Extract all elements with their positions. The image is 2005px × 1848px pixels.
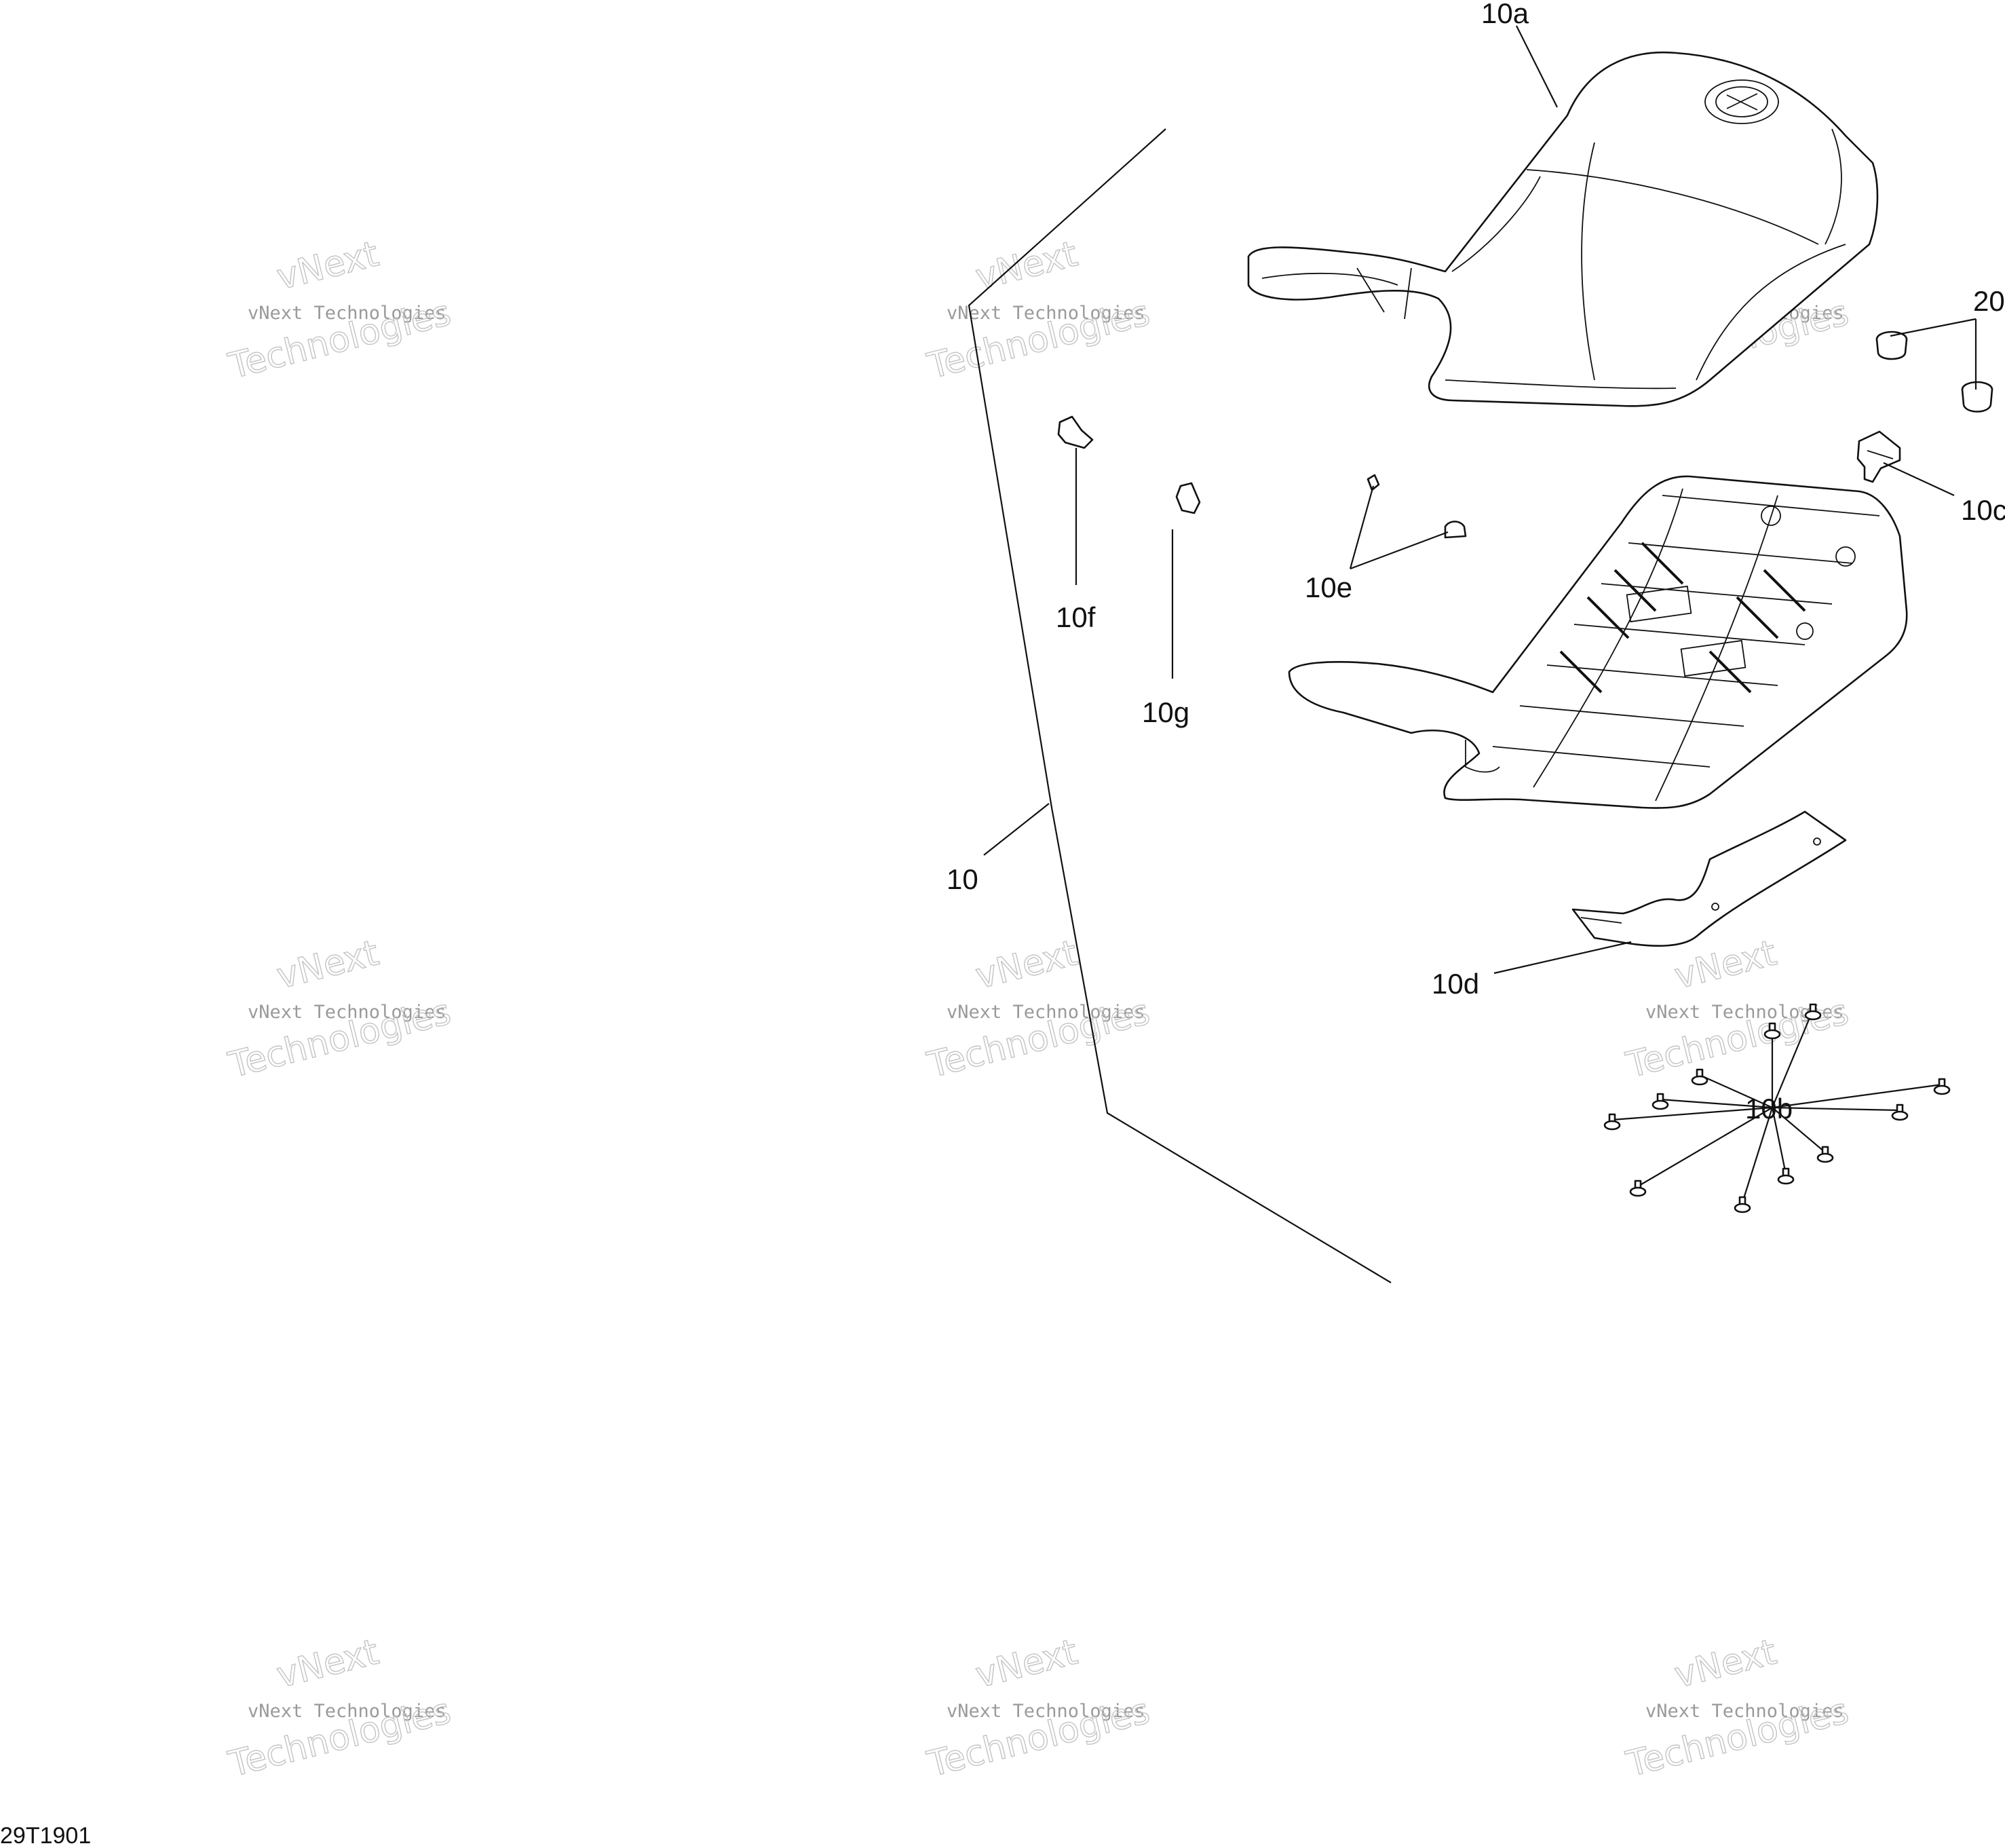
- callout-10a: 10a: [1481, 0, 1529, 29]
- fastener-part: [1891, 1104, 1909, 1121]
- fastener-leader: [1772, 1106, 1901, 1112]
- drawing-code: 29T1901: [0, 1823, 91, 1848]
- latch-part: [1856, 430, 1901, 483]
- fastener-leader: [1771, 1009, 1814, 1108]
- fastener-leader: [1741, 1107, 1774, 1203]
- watermark-line1: vNext: [972, 932, 1082, 997]
- cap-part: [1875, 331, 1908, 360]
- watermark-line1: vNext: [273, 932, 383, 997]
- fastener-leader: [1699, 1074, 1773, 1109]
- fastener-part: [1804, 1003, 1822, 1021]
- leader-lines: [983, 25, 1977, 975]
- fastener-part: [1734, 1196, 1751, 1213]
- clip-e-part: [1367, 474, 1467, 539]
- watermark-line2: vNext Technologies: [248, 1002, 446, 1023]
- fastener-part: [1629, 1180, 1647, 1197]
- watermark-line1: vNext: [273, 233, 383, 298]
- watermark-line1: vNext: [1670, 1632, 1780, 1696]
- fastener-group: [1603, 1003, 1951, 1213]
- callout-20: 20: [1973, 285, 2005, 317]
- callout-10g: 10g: [1142, 696, 1189, 728]
- fastener-part: [1816, 1146, 1834, 1163]
- fastener-part: [1763, 1022, 1781, 1040]
- assembly-bracket-line: [968, 128, 1392, 1283]
- watermark-line2: vNext Technologies: [248, 1701, 446, 1722]
- callout-10d: 10d: [1432, 968, 1479, 1000]
- fastener-leader: [1772, 1083, 1943, 1109]
- fastener-leader: [1660, 1098, 1773, 1109]
- plate-part: [1571, 810, 1847, 947]
- watermark-line1: vNext: [972, 1632, 1082, 1696]
- watermark-line2: vNext Technologies: [248, 303, 446, 324]
- callout-10c: 10c: [1961, 494, 2005, 526]
- watermark-line2: vNext Technologies: [947, 303, 1145, 324]
- fastener-part: [1933, 1078, 1951, 1095]
- fastener-part: [1691, 1068, 1708, 1086]
- fastener-leader: [1772, 1107, 1826, 1153]
- watermark-line1: vNext: [273, 1632, 383, 1696]
- fastener-part: [1651, 1093, 1669, 1110]
- watermark-line2: vNext Technologies: [1645, 1701, 1844, 1722]
- clip-f-part: [1057, 415, 1094, 449]
- seat-base-part: [1288, 475, 1908, 809]
- fastener-leader: [1611, 1106, 1773, 1121]
- fastener-part: [1603, 1113, 1621, 1131]
- watermark-line2: vNext Technologies: [947, 1002, 1145, 1023]
- seat-cover-part: [1247, 51, 1879, 407]
- fastener-leader: [1771, 1107, 1787, 1175]
- cap-part: [1961, 381, 1993, 413]
- bumper-g-part: [1175, 482, 1201, 514]
- callout-10b: 10b: [1745, 1093, 1793, 1125]
- callout-10e: 10e: [1305, 571, 1352, 603]
- watermark-line2: vNext Technologies: [947, 1701, 1145, 1722]
- fastener-leader: [1637, 1107, 1773, 1187]
- callout-10: 10: [947, 863, 978, 895]
- fastener-part: [1777, 1167, 1795, 1185]
- callout-10f: 10f: [1056, 601, 1096, 633]
